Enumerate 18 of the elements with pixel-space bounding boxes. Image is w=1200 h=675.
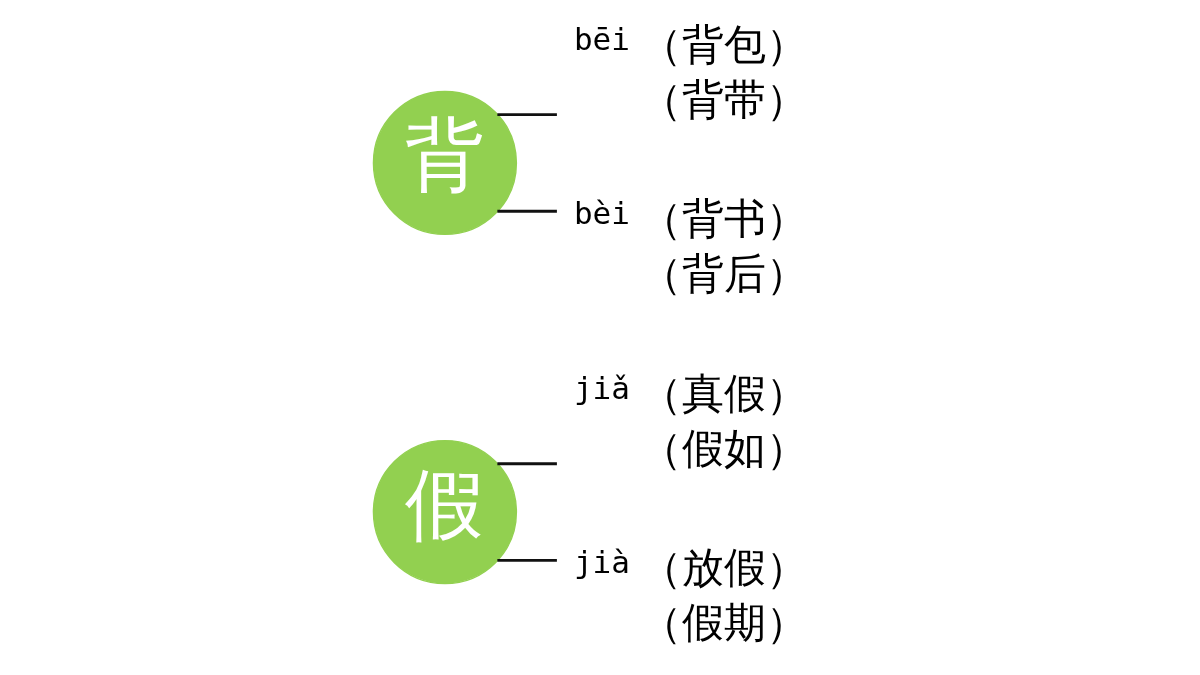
node-label: （背包） [639, 19, 808, 69]
node-label: （真假） [639, 368, 808, 418]
connector [496, 209, 557, 213]
node-label: （背书） [639, 194, 808, 244]
connector [496, 462, 557, 466]
node-circle: 背 [372, 90, 517, 236]
node-text: bēi [573, 20, 630, 57]
node-text: bèi [573, 195, 630, 232]
node-circle: 假 [372, 439, 517, 585]
node-label: （背后） [639, 249, 808, 299]
node-text: jià [573, 544, 630, 581]
node-label: （放假） [639, 543, 808, 593]
connector [496, 113, 557, 116]
node-label: （背带） [639, 74, 808, 124]
node-label: （假期） [639, 598, 808, 648]
node-label: （假如） [639, 423, 808, 473]
node-text: jiǎ [573, 369, 630, 406]
connector [496, 559, 557, 562]
